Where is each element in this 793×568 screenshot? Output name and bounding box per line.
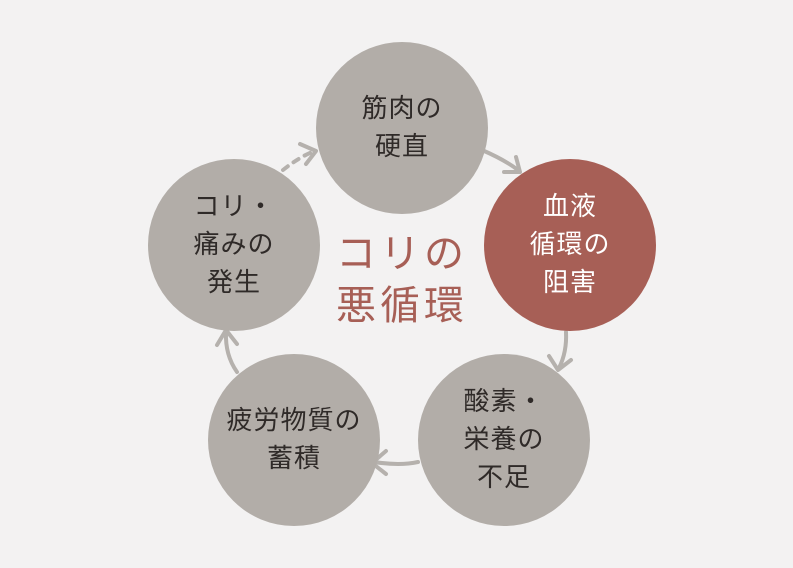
node-blood-circulation: 血液 循環の 阻害 <box>484 159 656 331</box>
arrow-oxygen-to-fatigue <box>372 460 420 466</box>
arrowhead-muscle-to-blood <box>502 155 522 174</box>
arrow-pain-to-muscle <box>281 150 314 172</box>
arrow-fatigue-to-pain <box>223 330 239 374</box>
node-muscle-stiffness: 筋肉の 硬直 <box>316 42 488 214</box>
node-label: 酸素・ 栄養の 不足 <box>463 387 545 493</box>
node-fatigue-accumulation: 疲労物質の 蓄積 <box>208 354 380 526</box>
arrowhead-blood-to-oxygen <box>547 354 573 372</box>
node-label: 血液 循環の 阻害 <box>529 192 611 298</box>
node-label: 筋肉の 硬直 <box>361 94 443 162</box>
node-pain-occurrence: コリ・ 痛みの 発生 <box>148 159 320 331</box>
arrow-muscle-to-blood <box>480 148 520 172</box>
node-label: コリ・ 痛みの 発生 <box>193 192 275 298</box>
arrowhead-pain-to-muscle <box>298 142 318 166</box>
arrow-blood-to-oxygen <box>557 330 569 370</box>
diagram-title: コリの 悪循環 <box>336 231 468 329</box>
node-oxygen-shortage: 酸素・ 栄養の 不足 <box>418 354 590 526</box>
node-label: 疲労物質の 蓄積 <box>226 406 362 474</box>
